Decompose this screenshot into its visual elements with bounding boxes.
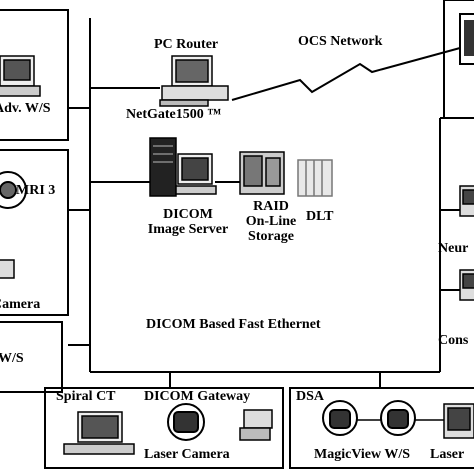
raid-icon: [239, 151, 285, 195]
spiral-ct-label: Spiral CT: [56, 389, 116, 404]
laser-camera-icon: [167, 403, 205, 441]
workstation-icon: [459, 185, 474, 217]
dicom-image-server-label-2: Image Server: [138, 223, 238, 237]
dicom-server-line2: Image Server: [147, 222, 229, 237]
laser-camera-bottom-label: Laser Camera: [144, 447, 230, 462]
dsa-box: [289, 387, 474, 469]
magicview-ws-label: MagicView W/S: [314, 447, 411, 462]
ct-console-icon: [63, 411, 135, 455]
backbone-label: DICOM Based Fast Ethernet: [146, 317, 321, 332]
workstation-icon: [0, 55, 41, 97]
mri-box: [0, 149, 69, 316]
adv-ws-label: Adv. W/S: [0, 101, 51, 116]
mri-icon: [0, 171, 27, 209]
raid-label-3: Storage: [248, 229, 294, 244]
ocs-network-label: OCS Network: [298, 34, 383, 49]
ws-left-label: W/S: [0, 351, 24, 366]
ocs-box: [443, 0, 474, 119]
laser-camera-icon: [0, 259, 15, 279]
workstation-icon: [459, 13, 474, 65]
cons-label: Cons: [438, 333, 469, 348]
raid-label-1: RAID: [253, 199, 289, 214]
dsa-label: DSA: [296, 389, 325, 404]
workstation-icon: [443, 403, 474, 439]
dlt-icon: [297, 159, 333, 197]
printer-icon: [239, 409, 273, 441]
server-icon: [149, 137, 217, 197]
pc-router-label: PC Router: [154, 37, 219, 52]
neur-label: Neur: [438, 241, 469, 256]
dicom-server-line1: DICOM: [163, 207, 213, 222]
netgate-label: NetGate1500 ™: [126, 107, 222, 122]
mri-label: MRI 3: [16, 183, 56, 198]
ws-left-box: [0, 321, 63, 393]
camera-left-label: Camera: [0, 297, 41, 312]
dicom-gateway-label: DICOM Gateway: [144, 389, 251, 404]
dlt-label: DLT: [306, 209, 334, 224]
ocs-link: [231, 47, 461, 101]
adv-ws-box: [0, 9, 69, 141]
router-pc-icon: [159, 55, 229, 107]
spiral-ct-box: [44, 387, 284, 469]
raid-label-2: On-Line: [245, 214, 297, 229]
laser-right-label: Laser: [430, 447, 465, 462]
laser-camera-icon: [322, 400, 416, 436]
dicom-image-server-label: DICOM: [148, 208, 228, 222]
workstation-icon: [459, 269, 474, 301]
